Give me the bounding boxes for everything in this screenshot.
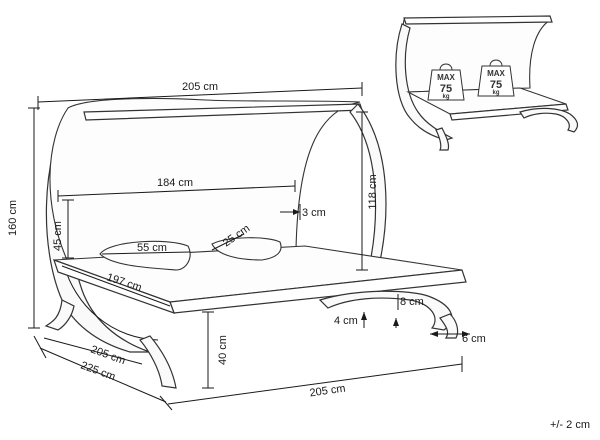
- label-base-length: 205 cm: [309, 383, 346, 400]
- weight-max-label: MAX: [487, 69, 505, 78]
- dim-line-mattress-depth: [43, 337, 143, 365]
- left-arc-inner: [63, 264, 159, 341]
- thumb-left-arc: [395, 23, 454, 141]
- right-leg: [439, 313, 459, 339]
- arrow-head: [430, 331, 438, 337]
- label-leg-width: 6 cm: [462, 333, 486, 345]
- dim-line-canopy-width: [37, 87, 363, 103]
- label-frame-thickness: 8 cm: [400, 296, 424, 308]
- thumb-canopy: [400, 19, 552, 93]
- right-lower-arc: [318, 290, 453, 331]
- dim-line-inner-width: [57, 185, 296, 197]
- weight-tag-left: MAX 75 kg: [427, 63, 465, 101]
- weight-icon: [427, 69, 465, 101]
- label-total-height: 160 cm: [7, 200, 19, 236]
- weight-max-label: MAX: [437, 73, 455, 82]
- arrow-head: [393, 318, 399, 326]
- label-canopy-height: 118 cm: [367, 174, 379, 209]
- dim-line-base-length: [167, 363, 463, 405]
- pillow-left: [99, 240, 191, 271]
- thumbnail-view: MAX 75 kg MAX 75 kg: [395, 15, 579, 151]
- weight-icon: [477, 65, 515, 97]
- label-pillow-long: 55 cm: [137, 242, 167, 254]
- pillow-right: [211, 237, 282, 261]
- arrow-head: [361, 312, 367, 320]
- dim-tick: [33, 335, 47, 359]
- label-rail-height: 4 cm: [334, 315, 358, 327]
- weight-value: 75: [490, 79, 502, 91]
- weight-value: 75: [440, 83, 452, 95]
- weight-handle: [439, 63, 453, 71]
- weight-handle: [489, 59, 503, 67]
- thumb-right-arc: [519, 107, 579, 133]
- front-leg-right: [139, 335, 177, 389]
- thumb-canopy-bar: [403, 15, 553, 25]
- dim-line-base-depth: [39, 347, 167, 403]
- arrow-head: [462, 331, 470, 337]
- label-canopy-gap: 3 cm: [302, 207, 326, 219]
- dim-tick: [159, 395, 173, 411]
- arrow-head: [293, 209, 300, 215]
- canopy-fabric: [49, 97, 361, 263]
- label-headrest-height: 45 cm: [52, 221, 64, 251]
- dim-line-pillow-short: [211, 233, 245, 251]
- front-leg-left: [44, 299, 75, 331]
- weight-tag-right: MAX 75 kg: [477, 59, 515, 97]
- tolerance-note: +/- 2 cm: [550, 419, 590, 431]
- weight-unit: kg: [442, 94, 449, 100]
- weight-unit: kg: [492, 90, 499, 96]
- thumb-leg: [435, 127, 450, 151]
- label-clearance: 40 cm: [217, 335, 229, 365]
- label-inner-width: 184 cm: [157, 177, 193, 189]
- label-base-depth: 225 cm: [79, 360, 117, 384]
- front-rail: [53, 259, 175, 314]
- dim-line-mattress-length: [61, 265, 171, 307]
- dim-line-pillow-long: [101, 251, 191, 255]
- label-canopy-width: 205 cm: [182, 81, 218, 93]
